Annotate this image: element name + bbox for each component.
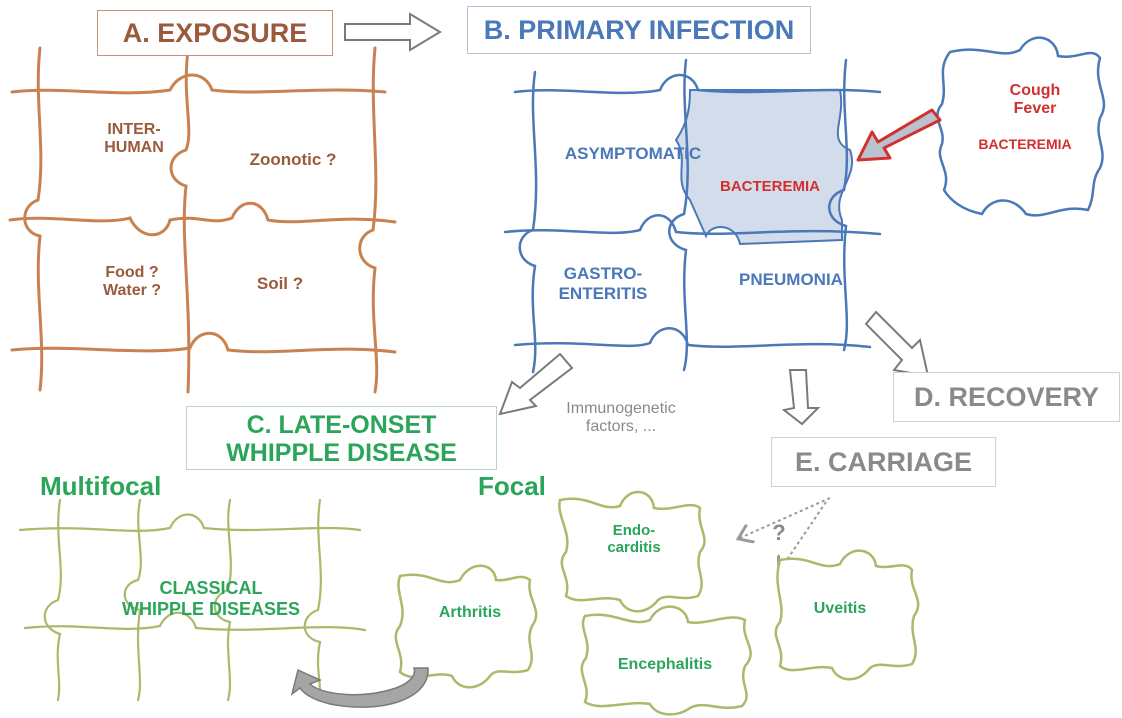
infection-bacteremia-label: BACTEREMIA — [700, 178, 840, 195]
immunogenetic-line1: Immunogenetic — [536, 400, 706, 418]
encephalitis-label: Encephalitis — [590, 656, 740, 674]
endocarditis-line2: carditis — [594, 539, 674, 556]
symptom-piece-outline — [937, 38, 1103, 216]
infection-pneumonia-label: PNEUMONIA — [716, 270, 866, 290]
focal-heading: Focal — [478, 472, 568, 502]
stage-late-onset-box: C. LATE-ONSET WHIPPLE DISEASE — [186, 406, 497, 470]
exposure-zoonotic-label: Zoonotic ? — [228, 150, 358, 170]
exposure-interhuman-label: INTER- HUMAN — [84, 121, 184, 158]
stage-late-onset-label-line1: C. LATE-ONSET — [187, 411, 496, 439]
symptom-fever: Fever — [990, 100, 1080, 118]
infection-to-recovery-arrow — [866, 312, 928, 376]
stage-exposure-label: A. EXPOSURE — [123, 18, 308, 48]
red-arrow — [858, 110, 940, 160]
stage-carriage-label: E. CARRIAGE — [795, 447, 972, 477]
exposure-interhuman-line1: INTER- — [84, 121, 184, 139]
exposure-puzzle-grid — [10, 48, 395, 392]
infection-gastro-line1: GASTRO- — [548, 264, 658, 284]
classical-line1: CLASSICAL — [96, 578, 326, 599]
stage-recovery-label: D. RECOVERY — [914, 382, 1099, 412]
exposure-to-infection-arrow — [345, 14, 440, 50]
infection-asymptomatic-label: ASYMPTOMATIC — [548, 144, 718, 164]
exposure-water-line: Water ? — [82, 282, 182, 300]
classical-line2: WHIPPLE DISEASES — [96, 599, 326, 620]
uveitis-label: Uveitis — [790, 600, 890, 618]
endocarditis-label: Endo- carditis — [594, 522, 674, 557]
stage-late-onset-label-line2: WHIPPLE DISEASE — [187, 439, 496, 467]
infection-to-carriage-arrow — [784, 370, 818, 424]
symptom-bacteremia-label: BACTEREMIA — [960, 136, 1090, 152]
exposure-food-water-label: Food ? Water ? — [82, 264, 182, 301]
endocarditis-line1: Endo- — [594, 522, 674, 539]
stage-primary-infection-label: B. PRIMARY INFECTION — [484, 15, 795, 45]
stage-primary-infection-box: B. PRIMARY INFECTION — [467, 6, 811, 54]
immunogenetic-factors-label: Immunogenetic factors, ... — [536, 400, 706, 437]
classical-whipple-label: CLASSICAL WHIPPLE DISEASES — [96, 578, 326, 619]
symptom-cough-fever-label: Cough Fever — [990, 82, 1080, 119]
multifocal-heading: Multifocal — [40, 472, 220, 502]
stage-recovery-box: D. RECOVERY — [893, 372, 1120, 422]
stage-exposure-box: A. EXPOSURE — [97, 10, 333, 56]
exposure-soil-label: Soil ? — [240, 274, 320, 294]
infection-gastro-line2: ENTERITIS — [548, 284, 658, 304]
carriage-question-mark: ? — [764, 520, 794, 545]
symptom-cough: Cough — [990, 82, 1080, 100]
infection-gastroenteritis-label: GASTRO- ENTERITIS — [548, 264, 658, 303]
immunogenetic-line2: factors, ... — [536, 418, 706, 436]
arthritis-label: Arthritis — [420, 604, 520, 622]
exposure-food-line: Food ? — [82, 264, 182, 282]
exposure-interhuman-line2: HUMAN — [84, 139, 184, 157]
bacteremia-piece-highlight — [676, 90, 852, 244]
stage-carriage-box: E. CARRIAGE — [771, 437, 996, 487]
